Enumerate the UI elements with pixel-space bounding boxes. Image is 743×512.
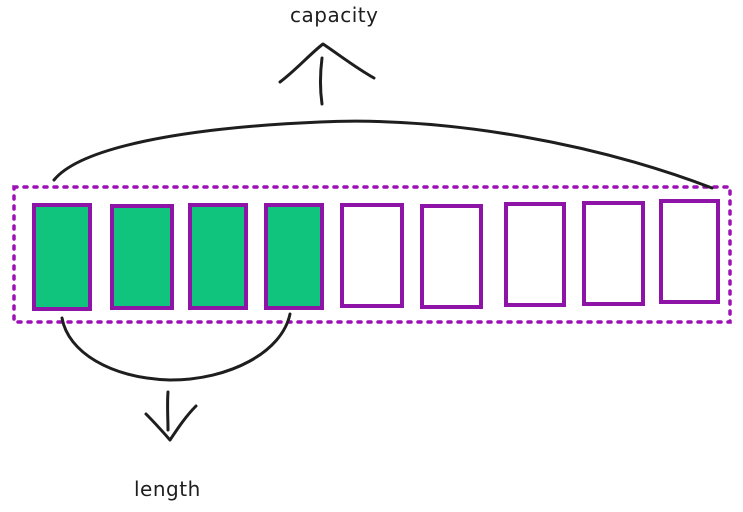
array-cell-9	[659, 199, 720, 304]
array-cell-2	[110, 204, 174, 310]
array-cell-8	[582, 201, 645, 306]
array-container	[12, 185, 732, 324]
array-cell-6	[420, 204, 483, 309]
array-cell-3	[188, 203, 248, 310]
array-cell-1	[32, 203, 92, 311]
array-cell-7	[504, 202, 566, 307]
length-label: length	[134, 477, 201, 501]
array-cells	[32, 199, 720, 311]
capacity-arrowhead	[278, 42, 376, 84]
capacity-arrow-shaft	[319, 56, 324, 106]
length-brace	[60, 312, 292, 382]
array-cell-4	[264, 203, 324, 310]
length-arrowhead	[144, 404, 198, 442]
capacity-brace	[52, 119, 714, 190]
array-cell-5	[340, 203, 404, 308]
capacity-label: capacity	[290, 3, 378, 27]
